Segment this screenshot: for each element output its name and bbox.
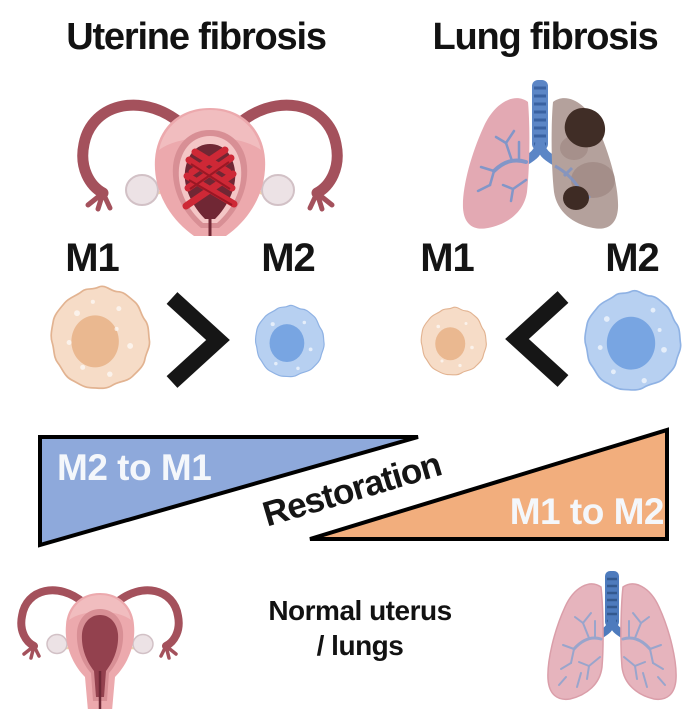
m1-macrophage-small-icon <box>420 306 487 376</box>
m1-label-lung: M1 <box>420 236 475 280</box>
m2-macrophage-small-icon <box>254 304 325 378</box>
m2-to-m1-label: M2 to M1 <box>57 447 212 488</box>
m1-macrophage-large-icon <box>50 285 151 390</box>
lung-lesion-small <box>563 186 589 210</box>
normal-lungs-icon <box>547 571 677 701</box>
uterine-fibrosis-title: Uterine fibrosis <box>66 16 327 58</box>
m2-label-uterine: M2 <box>261 236 316 280</box>
m1-label-uterine: M1 <box>65 236 120 280</box>
caption-line-1: Normal uterus <box>268 595 452 626</box>
m1-to-m2-label: M1 to M2 <box>509 491 665 532</box>
caption-line-2: / lungs <box>316 630 404 661</box>
normal-uterus-icon <box>17 586 183 709</box>
m2-label-lung: M2 <box>605 236 660 280</box>
m2-macrophage-large-icon <box>584 289 682 391</box>
normal-organs-caption: Normal uterus / lungs <box>237 593 483 663</box>
less-than-icon <box>505 291 569 387</box>
fibrotic-lungs-icon <box>462 80 619 229</box>
greater-than-icon <box>166 292 230 388</box>
fibrotic-uterus-icon <box>77 99 343 236</box>
restoration-gradient-graphic <box>38 427 669 548</box>
bronchial-trees <box>558 612 666 688</box>
bronchial-tree-left <box>476 129 528 203</box>
m2-to-m1-triangle <box>38 435 419 548</box>
m1-to-m2-triangle <box>309 427 669 541</box>
lung-lesion-large <box>564 108 606 148</box>
lung-fibrosis-title: Lung fibrosis <box>432 16 658 58</box>
